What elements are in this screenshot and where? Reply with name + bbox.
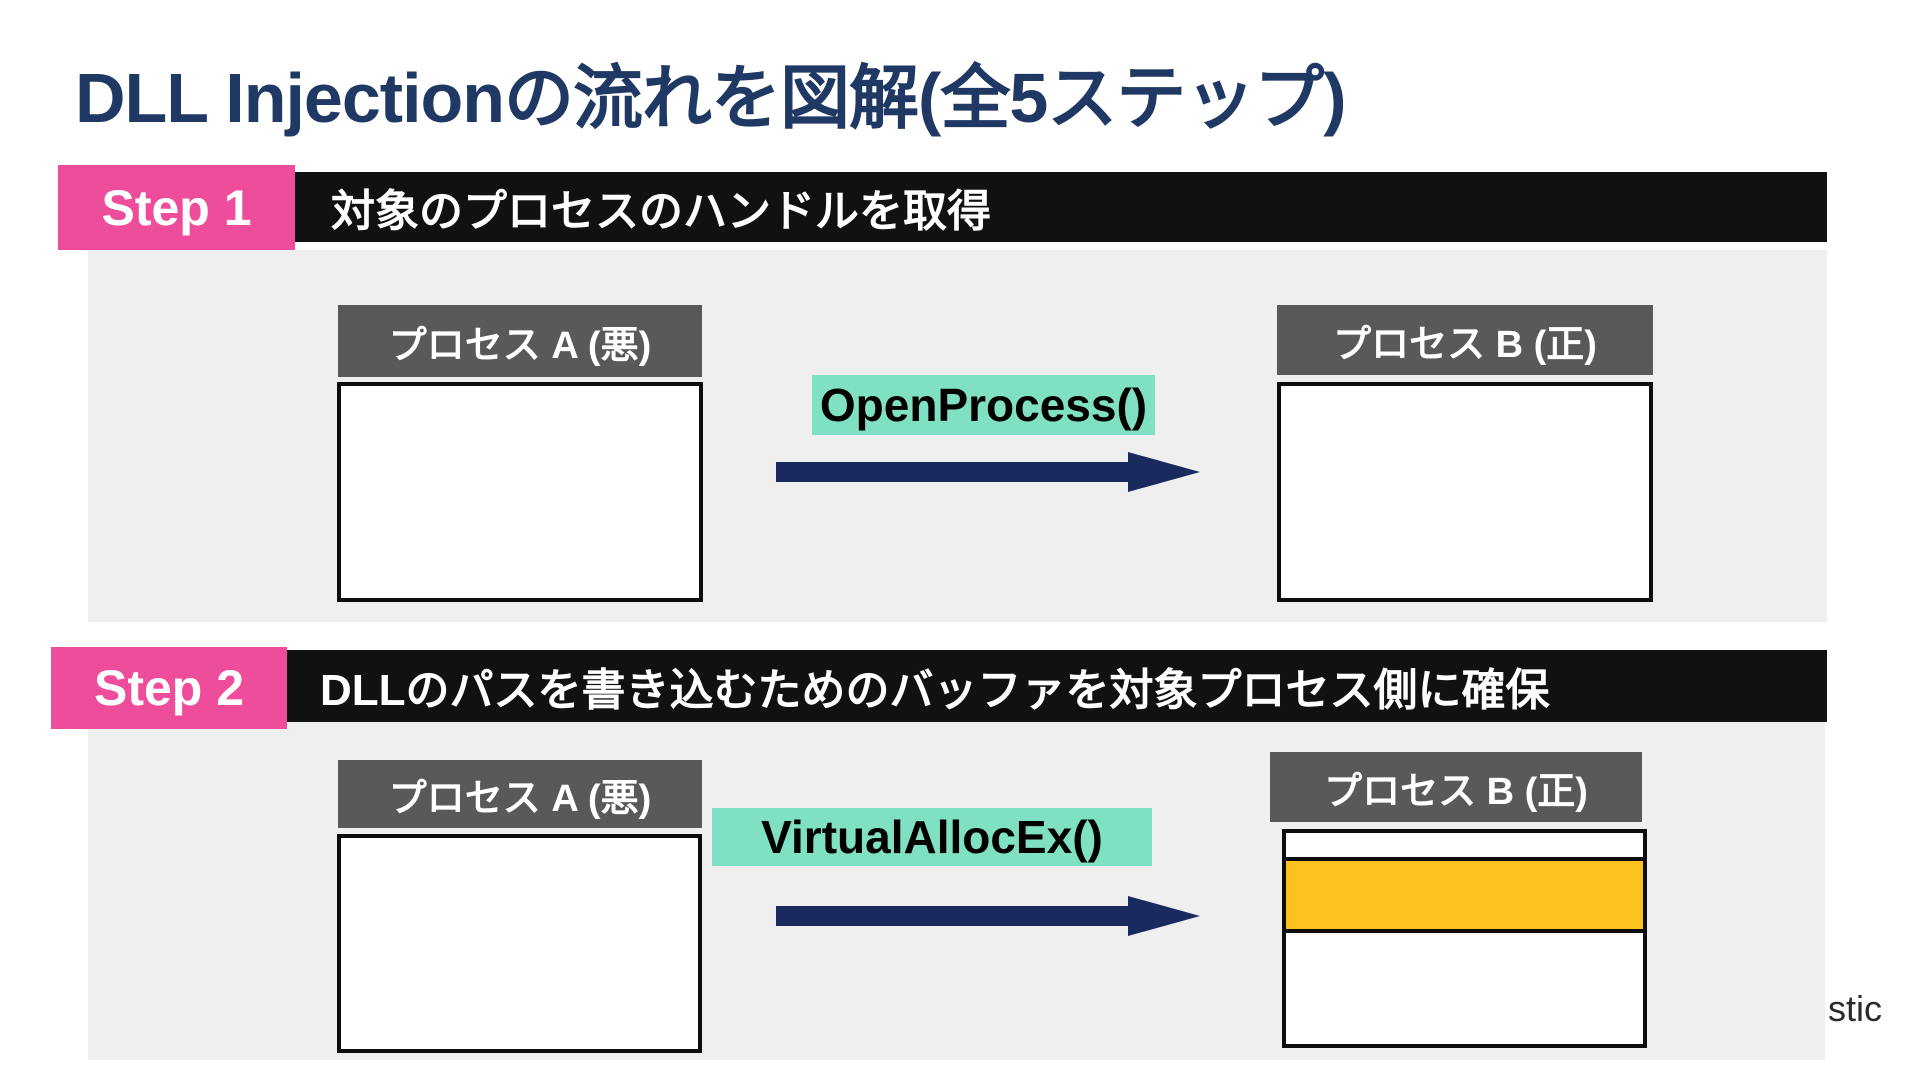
step-1-heading-bar: 対象のプロセスのハンドルを取得: [295, 172, 1827, 242]
right-arrow-icon: [776, 452, 1200, 492]
step-1-process-b-label: プロセス B (正): [1277, 305, 1653, 375]
page-title: DLL Injectionの流れを図解(全5ステップ): [75, 59, 1347, 137]
step-2-heading: DLLのパスを書き込むためのバッファを対象プロセス側に確保: [320, 666, 1550, 715]
watermark-text: stic: [1828, 988, 1882, 1029]
memory-row-rest: [1286, 933, 1643, 1044]
step-2-process-a-box: [337, 834, 702, 1053]
right-arrow-icon: [776, 896, 1200, 936]
step-1-process-a-box: [337, 382, 703, 602]
memory-row-empty: [1286, 833, 1643, 857]
step-1-api-call: OpenProcess(): [812, 375, 1155, 435]
step-2-process-b-label: プロセス B (正): [1270, 752, 1642, 822]
step-1-process-a-label: プロセス A (悪): [338, 305, 702, 377]
step-2-heading-bar: DLLのパスを書き込むためのバッファを対象プロセス側に確保: [287, 650, 1827, 722]
step-1-process-b-box: [1277, 382, 1653, 602]
step-2-badge: Step 2: [51, 647, 287, 729]
step-1-badge: Step 1: [58, 165, 295, 250]
step-1-heading: 対象のプロセスのハンドルを取得: [331, 187, 991, 236]
step-2-process-a-label: プロセス A (悪): [338, 760, 702, 828]
step-2-process-b-box: [1282, 829, 1647, 1048]
allocated-buffer-row: [1286, 857, 1643, 933]
step-2-api-call: VirtualAllocEx(): [712, 808, 1152, 866]
